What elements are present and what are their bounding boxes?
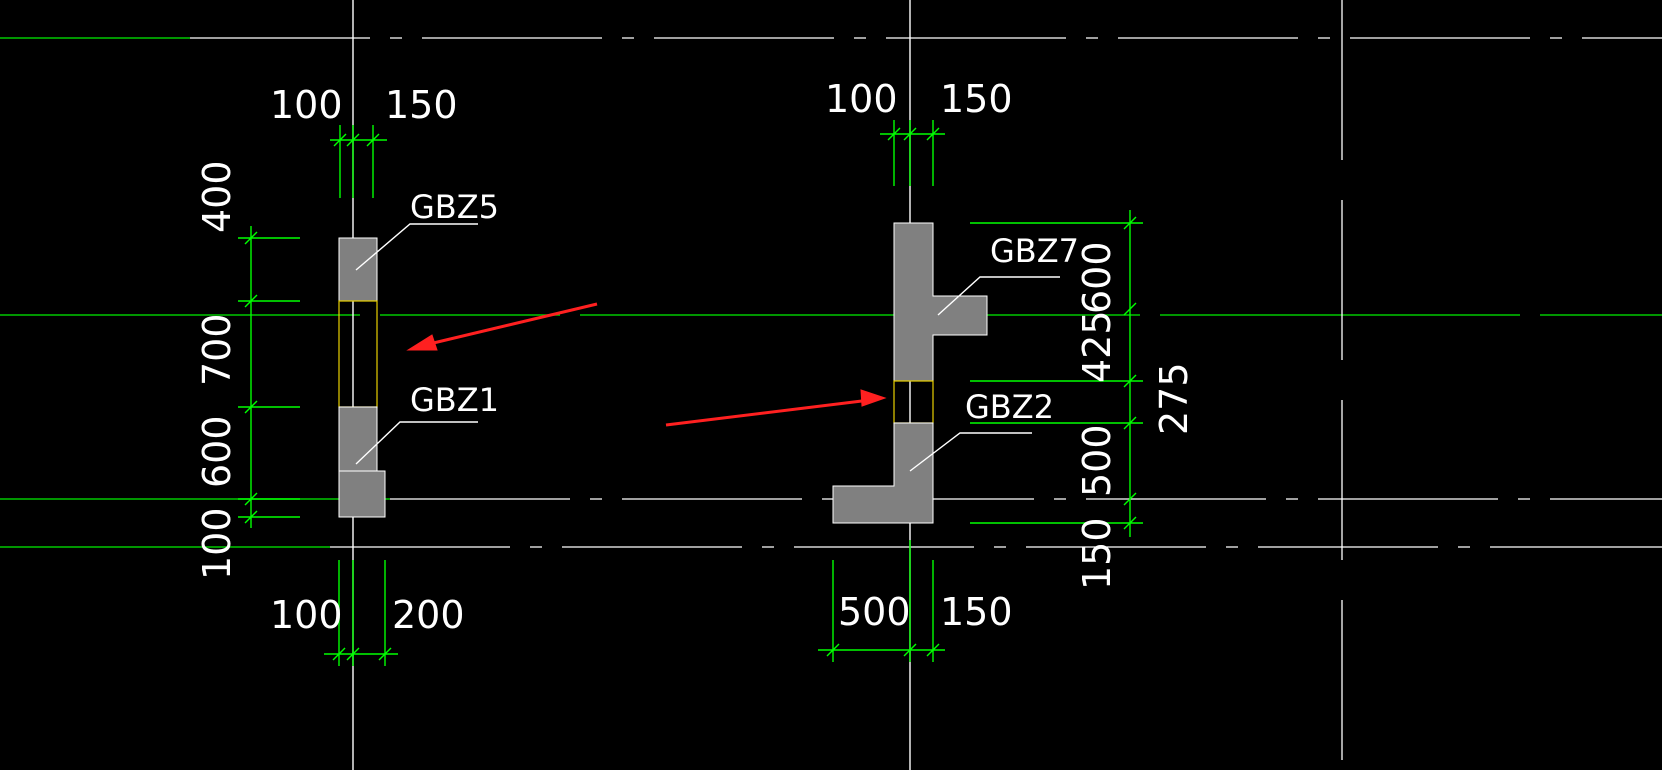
arrow-left [424,302,598,347]
right-top-dim-2: 150 [940,77,1013,121]
arrow-left-head [406,334,438,351]
label-gbz2: GBZ2 [965,388,1054,426]
right-bottom-dim-1: 500 [838,590,911,634]
right-opening [893,380,934,424]
left-wall-column [338,237,386,518]
gbz1-block [338,406,378,472]
left-side-dim-4: 100 [195,507,239,580]
arrow-right-head [860,389,887,407]
label-gbz7: GBZ7 [990,232,1079,270]
gbz1-foot [338,470,386,518]
left-side-dim-3: 600 [195,415,239,488]
right-wall-column [832,222,988,524]
left-side-dim-1: 400 [195,160,239,233]
left-bottom-dim-1: 100 [270,593,343,637]
label-gbz1: GBZ1 [410,381,499,419]
red-arrows [406,302,887,427]
label-gbz5: GBZ5 [410,188,499,226]
leaders [355,223,1060,472]
right-bottom-dim-2: 150 [940,590,1013,634]
right-inner-dim-4: 150 [1075,517,1119,590]
arrow-right [665,398,871,427]
gbz2-block [832,422,934,524]
right-inner-dim-2: 425 [1075,310,1119,383]
right-inner-dim-3: 500 [1075,424,1119,497]
left-top-dim-2: 150 [385,83,458,127]
left-top-dim-1: 100 [270,83,343,127]
gbz5-block [338,237,378,302]
gbz7-block [893,222,988,382]
right-top-dim-1: 100 [825,77,898,121]
left-side-dim-2: 700 [195,313,239,386]
left-opening [338,300,378,408]
right-outer-dim-1: 275 [1152,362,1196,435]
left-dimensions [238,125,398,666]
right-dimensions [818,120,1143,662]
left-bottom-dim-2: 200 [392,593,465,637]
right-inner-dim-1: 600 [1075,241,1119,314]
